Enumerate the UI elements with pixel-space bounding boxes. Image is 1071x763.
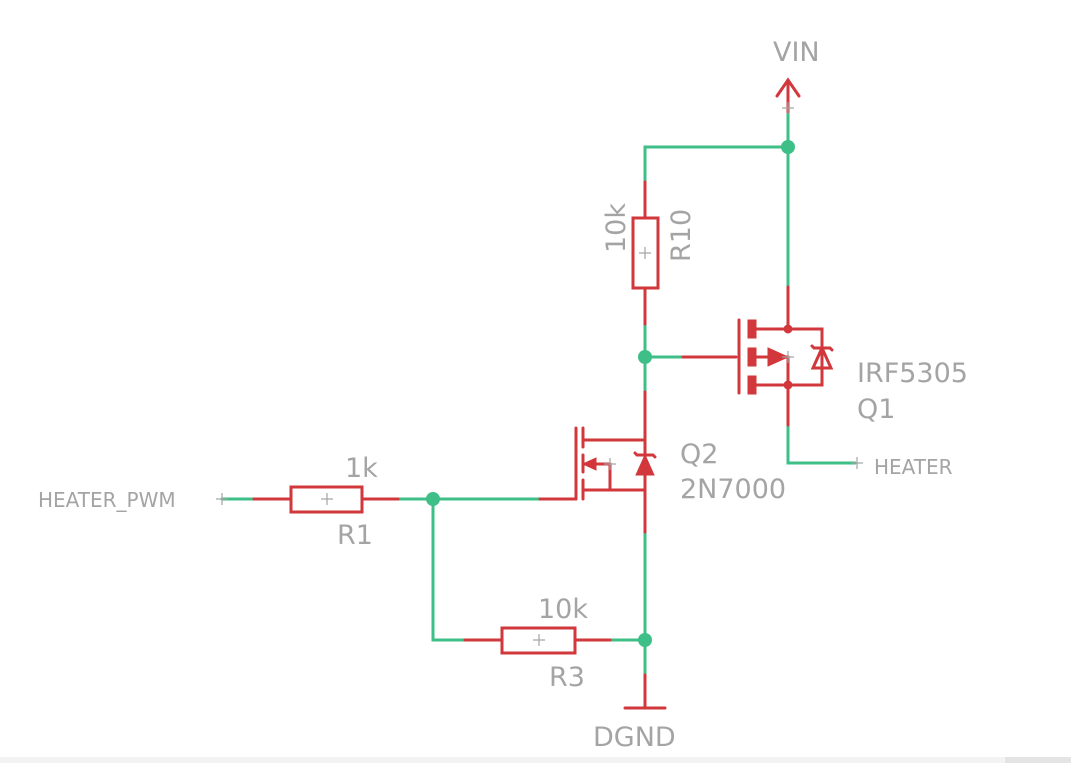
q1-body-diode — [810, 344, 834, 370]
bottom-scroll-track[interactable] — [0, 757, 1071, 763]
junction-gnd-node — [638, 633, 652, 647]
resistor-r10: 10k R10 — [601, 180, 697, 326]
q2-arrow — [581, 457, 597, 471]
heater-label: HEATER — [874, 455, 953, 479]
resistor-r3: 10k R3 — [463, 594, 612, 693]
junction-drain-node — [638, 350, 652, 364]
q2-value: 2N7000 — [680, 474, 786, 505]
heater-pwm-label: HEATER_PWM — [38, 488, 176, 512]
q1-name: Q1 — [857, 394, 895, 425]
r3-name: R3 — [549, 662, 585, 693]
r10-value: 10k — [601, 203, 632, 253]
wire-gate-to-r3 — [431, 497, 467, 642]
dgnd-supply: DGND — [593, 673, 676, 753]
q1-arrow — [767, 347, 790, 367]
q2-name: Q2 — [680, 439, 718, 470]
wire-q1-drain-to-heater — [786, 423, 857, 465]
wire-vin-top — [643, 110, 790, 184]
vin-label: VIN — [773, 37, 820, 68]
mosfet-q2: Q2 2N7000 — [538, 390, 786, 534]
junction-gate-node — [426, 492, 440, 506]
q1-value: IRF5305 — [857, 358, 968, 389]
r3-value: 10k — [538, 594, 588, 625]
r1-name: R1 — [337, 520, 373, 551]
junction-vin — [781, 140, 795, 154]
wires — [220, 110, 857, 677]
net-heater-pwm: HEATER_PWM — [38, 488, 228, 512]
r10-name: R10 — [666, 209, 697, 262]
net-heater: HEATER — [851, 455, 953, 479]
r1-value: 1k — [345, 453, 378, 484]
resistor-r1: 1k R1 — [252, 453, 400, 551]
q2-body-diode — [635, 453, 655, 476]
bottom-scroll-corner — [1005, 757, 1071, 763]
mosfet-q1: IRF5305 Q1 — [681, 285, 968, 427]
dgnd-label: DGND — [593, 722, 676, 753]
vin-supply: VIN — [773, 37, 820, 114]
